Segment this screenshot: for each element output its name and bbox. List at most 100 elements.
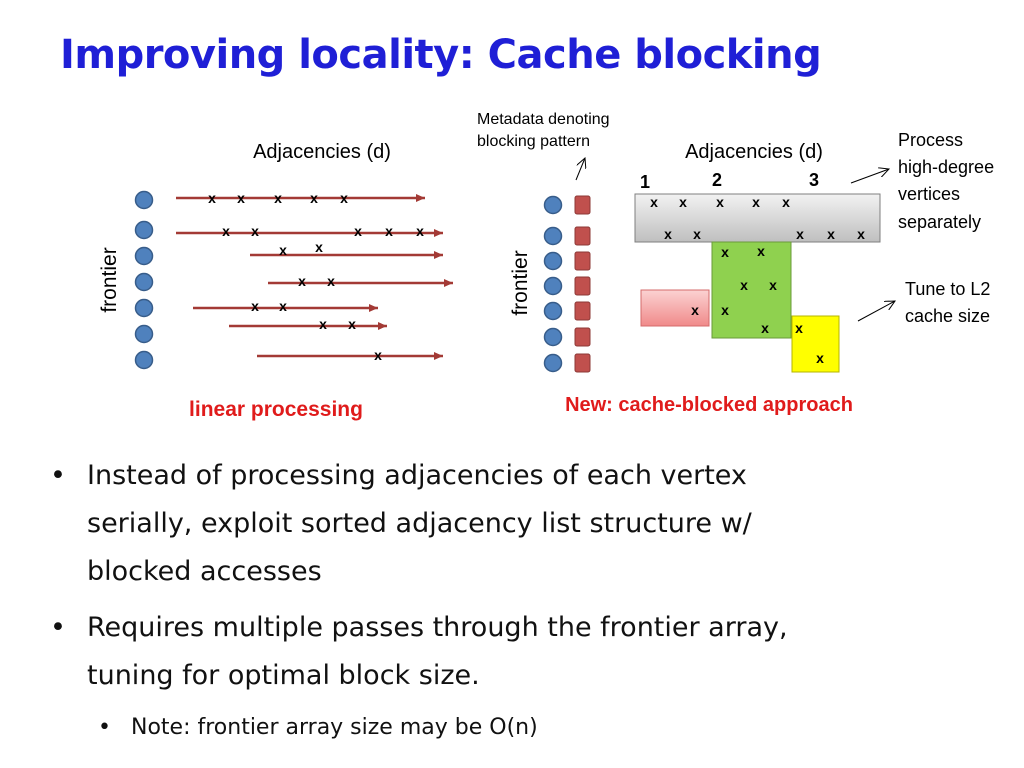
block-number-1: 1 (640, 172, 650, 192)
bullet-marker: • (50, 612, 66, 643)
high-degree-pointer-arrow (850, 169, 889, 184)
frontier-node (134, 190, 154, 210)
x-mark: x (716, 194, 724, 210)
frontier-node (134, 350, 154, 370)
frontier-node (543, 251, 563, 271)
bullet-marker: • (50, 460, 66, 491)
frontier-node (543, 353, 563, 373)
x-mark: x (340, 190, 348, 206)
x-mark: x (721, 302, 729, 318)
x-mark: x (354, 223, 362, 239)
bullet-line: Note: frontier array size may be O(n) (131, 715, 538, 740)
x-mark: x (782, 194, 790, 210)
x-mark: x (279, 298, 287, 314)
x-mark: x (650, 194, 658, 210)
frontier-node (134, 220, 154, 240)
left-x-marks: x x x x x x x x x x x x x x x x x x x (208, 190, 424, 363)
x-mark: x (752, 194, 760, 210)
x-mark: x (274, 190, 282, 206)
bullet-line: Instead of processing adjacencies of eac… (87, 460, 747, 491)
note-line: separately (898, 212, 981, 232)
block-number-3: 3 (809, 170, 819, 190)
bullet-line: tuning for optimal block size. (87, 660, 480, 691)
metadata-pointer-arrow (575, 158, 585, 181)
high-degree-block (634, 193, 881, 243)
x-mark: x (721, 244, 729, 260)
tune-pointer-arrow (857, 301, 895, 322)
bullet-line: serially, exploit sorted adjacency list … (87, 508, 752, 539)
frontier-node (134, 246, 154, 266)
frontier-node (543, 276, 563, 296)
frontier-node (543, 226, 563, 246)
x-mark: x (691, 302, 699, 318)
bullet-item: • Instead of processing adjacencies of e… (50, 452, 990, 596)
cache-blocking-diagram: Adjacencies (d) frontier x x x x x x x x… (98, 111, 994, 421)
bullet-line: blocked accesses (87, 556, 322, 587)
x-mark: x (416, 223, 424, 239)
x-mark: x (757, 243, 765, 259)
frontier-node (134, 272, 154, 292)
x-mark: x (298, 273, 306, 289)
pink-cache-block (640, 289, 710, 327)
slide-title: Improving locality: Cache blocking (60, 32, 822, 78)
right-x-marks: x x x x x x x x x x x x x x x x x x x (650, 194, 865, 366)
left-caption: linear processing (189, 398, 363, 421)
metadata-cell (574, 195, 591, 215)
frontier-node (543, 301, 563, 321)
metadata-cell (574, 353, 591, 373)
x-mark: x (310, 190, 318, 206)
frontier-node (134, 298, 154, 318)
frontier-node (134, 324, 154, 344)
block-number-2: 2 (712, 170, 722, 190)
x-mark: x (279, 242, 287, 258)
metadata-cell (574, 251, 591, 271)
sub-bullet-item: • Note: frontier array size may be O(n) (50, 708, 990, 748)
x-mark: x (348, 316, 356, 332)
bullet-marker: • (98, 715, 111, 740)
x-mark: x (796, 226, 804, 242)
x-mark: x (251, 298, 259, 314)
metadata-note-line1: Metadata denoting (477, 111, 610, 128)
metadata-note-line2: blocking pattern (477, 133, 590, 150)
right-caption: New: cache-blocked approach (565, 394, 853, 416)
metadata-cell (574, 226, 591, 246)
note-line: Process (898, 130, 963, 150)
metadata-cell (574, 276, 591, 296)
x-mark: x (769, 277, 777, 293)
frontier-node (543, 327, 563, 347)
x-mark: x (251, 223, 259, 239)
x-mark: x (679, 194, 687, 210)
left-frontier-label: frontier (98, 247, 121, 312)
bullet-item: • Requires multiple passes through the f… (50, 604, 990, 700)
x-mark: x (740, 277, 748, 293)
x-mark: x (327, 273, 335, 289)
x-mark: x (795, 320, 803, 336)
right-frontier-nodes (543, 195, 563, 373)
left-adjacency-arrows (176, 194, 453, 360)
x-mark: x (319, 316, 327, 332)
left-adjacencies-header: Adjacencies (d) (253, 141, 391, 163)
x-mark: x (816, 350, 824, 366)
x-mark: x (208, 190, 216, 206)
bullet-list: • Instead of processing adjacencies of e… (50, 452, 990, 748)
note-line: Tune to L2 (905, 279, 990, 299)
yellow-cache-block (791, 315, 840, 373)
x-mark: x (374, 347, 382, 363)
x-mark: x (827, 226, 835, 242)
green-cache-block (711, 241, 792, 339)
x-mark: x (857, 226, 865, 242)
x-mark: x (222, 223, 230, 239)
x-mark: x (315, 239, 323, 255)
note-line: vertices (898, 184, 960, 204)
high-degree-note: Process high-degree vertices separately (898, 130, 994, 232)
left-frontier-nodes (134, 190, 154, 370)
right-adjacencies-header: Adjacencies (d) (685, 141, 823, 163)
bullet-line: Requires multiple passes through the fro… (87, 612, 788, 643)
x-mark: x (237, 190, 245, 206)
note-line: high-degree (898, 157, 994, 177)
metadata-cell (574, 327, 591, 347)
metadata-array (574, 195, 591, 373)
x-mark: x (761, 320, 769, 336)
x-mark: x (693, 226, 701, 242)
frontier-node (543, 195, 563, 215)
